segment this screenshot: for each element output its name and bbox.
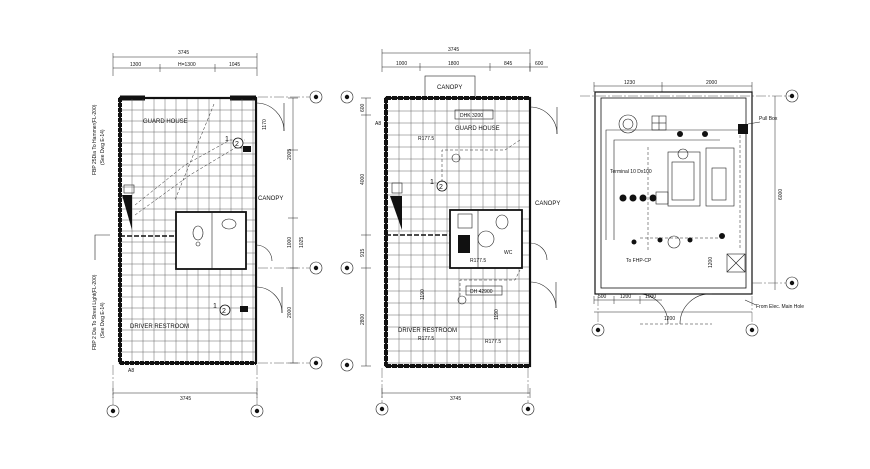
- plan-a-triangle-marker: [122, 195, 132, 230]
- plan-c-round-equipment: [618, 114, 638, 134]
- plan-a-rdim-5: 2000: [287, 307, 293, 318]
- plan-a-marker-1: 1: [225, 136, 229, 143]
- plan-c-panel-1: [667, 151, 701, 207]
- plan-b-bottom-dim: 3745: [450, 396, 461, 402]
- plan-b-tag-bottom: DH 42900: [470, 289, 493, 295]
- plan-b-level-3: R177.5: [485, 339, 501, 345]
- plan-b-dim-2: 1800: [448, 61, 459, 67]
- plan-a-room-driver: DRIVER RESTROOM: [130, 324, 189, 330]
- plan-b-canopy-top: CANOPY: [437, 85, 462, 91]
- plan-b-dim-4: 600: [535, 61, 544, 67]
- plan-b-ldim-3: 915: [360, 248, 366, 257]
- plan-c-bottom-dim-2: 1200: [620, 294, 631, 300]
- plan-a-toilet: [192, 225, 204, 241]
- plan-b-level-4: R177.5: [470, 258, 486, 264]
- plan-a-corner-label: A8: [128, 368, 134, 374]
- plan-b-ldim-4: 2800: [360, 314, 366, 325]
- plan-c: 1230 2000 Terminal 10 Dx100: [580, 80, 804, 337]
- plan-c-outer-wall: [594, 91, 753, 295]
- plan-a-overall-dim: 3745: [178, 50, 189, 56]
- plan-b-dim-1: 1000: [396, 61, 407, 67]
- plan-a-rdim-4: 1025: [299, 237, 305, 248]
- plan-b-room-driver: DRIVER RESTROOM: [398, 328, 457, 334]
- plan-a-canopy: CANOPY: [258, 196, 283, 202]
- plan-b-wc: WC: [504, 250, 513, 256]
- plan-c-bottom-dim-1: 500: [598, 294, 607, 300]
- plan-c-dim-1: 1230: [624, 80, 635, 86]
- plan-b-ldim-2: 4000: [360, 174, 366, 185]
- plan-a-note-top-sub: (See Dwg E-14): [100, 129, 106, 165]
- plan-b-level-2: R177.5: [418, 336, 434, 342]
- plan-c-door-dim: 1200: [664, 316, 675, 322]
- plan-c-side-dim: 1200: [708, 257, 714, 268]
- plan-c-dim-2: 2000: [706, 80, 717, 86]
- plan-c-pull-box: Pull Box: [759, 116, 778, 122]
- plan-b: 3745 1000 1800 845 600 CANOPY WC DHK 320…: [340, 47, 560, 416]
- plan-b-room-guard: GUARD HOUSE: [455, 126, 500, 132]
- plan-c-main-hole: From Elec. Main Hole: [756, 304, 804, 310]
- plan-a-restroom-block: [175, 211, 247, 270]
- plan-a-rdim-2: 2005: [287, 149, 293, 160]
- plan-c-fhp: To FHP-CP: [626, 258, 652, 264]
- plan-a-bottom-dim: 3745: [180, 396, 191, 402]
- plan-c-right-dim: 6000: [778, 189, 784, 200]
- plan-a-note-top: FBP 25Dia To Hammer(FL-200): [92, 104, 98, 175]
- plan-b-marker-2: 2: [439, 184, 443, 191]
- plan-a-marker-1b: 1: [213, 303, 217, 310]
- plan-b-tag-top: DHK 3200: [460, 113, 483, 119]
- plan-a-note-bottom: FBP 2 Dia To Street Light(FL-200): [92, 274, 98, 350]
- plan-b-dim-3: 845: [504, 61, 513, 67]
- plan-a-marker-2b: 2: [222, 308, 226, 315]
- plan-b-marker-1: 1: [430, 179, 434, 186]
- plan-a-note-bottom-sub: (See Dwg E-14): [100, 302, 106, 338]
- plan-a-rdim-3: 1000: [287, 237, 293, 248]
- plan-a-basin: [221, 218, 237, 230]
- plan-a: 3745 1300 H=1300 1045: [92, 50, 323, 418]
- plan-a-room-guard: GUARD HOUSE: [143, 119, 188, 125]
- plan-a-dim-3: 1045: [229, 62, 240, 68]
- plan-b-corner-label: A8: [375, 121, 381, 127]
- plan-a-marker-2: 2: [235, 141, 239, 148]
- plan-b-overall-dim: 3745: [448, 47, 459, 53]
- plan-b-canopy-side: CANOPY: [535, 201, 560, 207]
- plan-c-bottom-dim-3: 1000: [645, 294, 656, 300]
- plan-c-panel-2: [705, 147, 735, 207]
- plan-a-dim-2: H=1300: [178, 62, 196, 68]
- plan-c-terminal: Terminal 10 Dx100: [610, 169, 652, 175]
- plan-b-inner-dim-2: 1190: [494, 309, 500, 320]
- plan-b-level-1: R177.5: [418, 136, 434, 142]
- plan-b-inner-dim-1: 1190: [420, 289, 426, 300]
- plan-b-ldim-1: 600: [360, 103, 366, 112]
- plan-a-rdim-1: 1170: [262, 119, 268, 130]
- plan-a-dim-1: 1300: [130, 62, 141, 68]
